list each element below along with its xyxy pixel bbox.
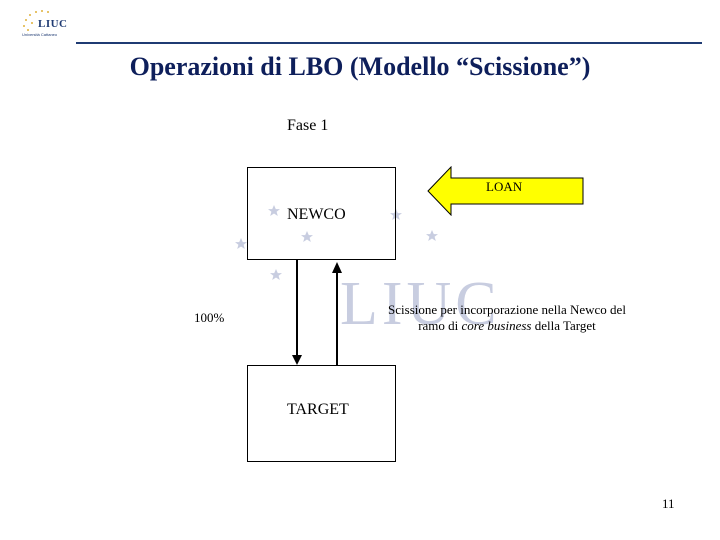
connector-arrows: [292, 260, 342, 365]
spinoff-note: Scissione per incorporazione nella Newco…: [378, 302, 636, 334]
newco-label: NEWCO: [287, 206, 346, 223]
up-arrow-head: [332, 262, 342, 273]
target-label: TARGET: [287, 401, 349, 418]
slide-title: Operazioni di LBO (Modello “Scissione”): [129, 52, 591, 81]
header-rule: [76, 42, 702, 44]
watermark-text: LIUC: [340, 270, 501, 336]
ownership-percent: 100%: [194, 310, 225, 325]
logo-subtitle: Università Cattaneo: [22, 32, 58, 37]
phase-label: Fase 1: [287, 117, 329, 134]
page-number: 11: [662, 496, 675, 511]
note-text-2: della Target: [531, 318, 596, 333]
newco-box: [247, 167, 396, 260]
down-arrow-head: [292, 355, 302, 365]
note-italic: core business: [461, 318, 532, 333]
target-box: [247, 365, 396, 462]
loan-arrow: [427, 166, 584, 216]
note-text-1: Scissione per incorporazione nella Newco…: [388, 302, 626, 333]
liuc-logo: [23, 10, 49, 31]
loan-label: LOAN: [486, 179, 523, 194]
liuc-watermark: LIUC: [235, 205, 501, 336]
logo-text: LIUC: [38, 18, 68, 30]
